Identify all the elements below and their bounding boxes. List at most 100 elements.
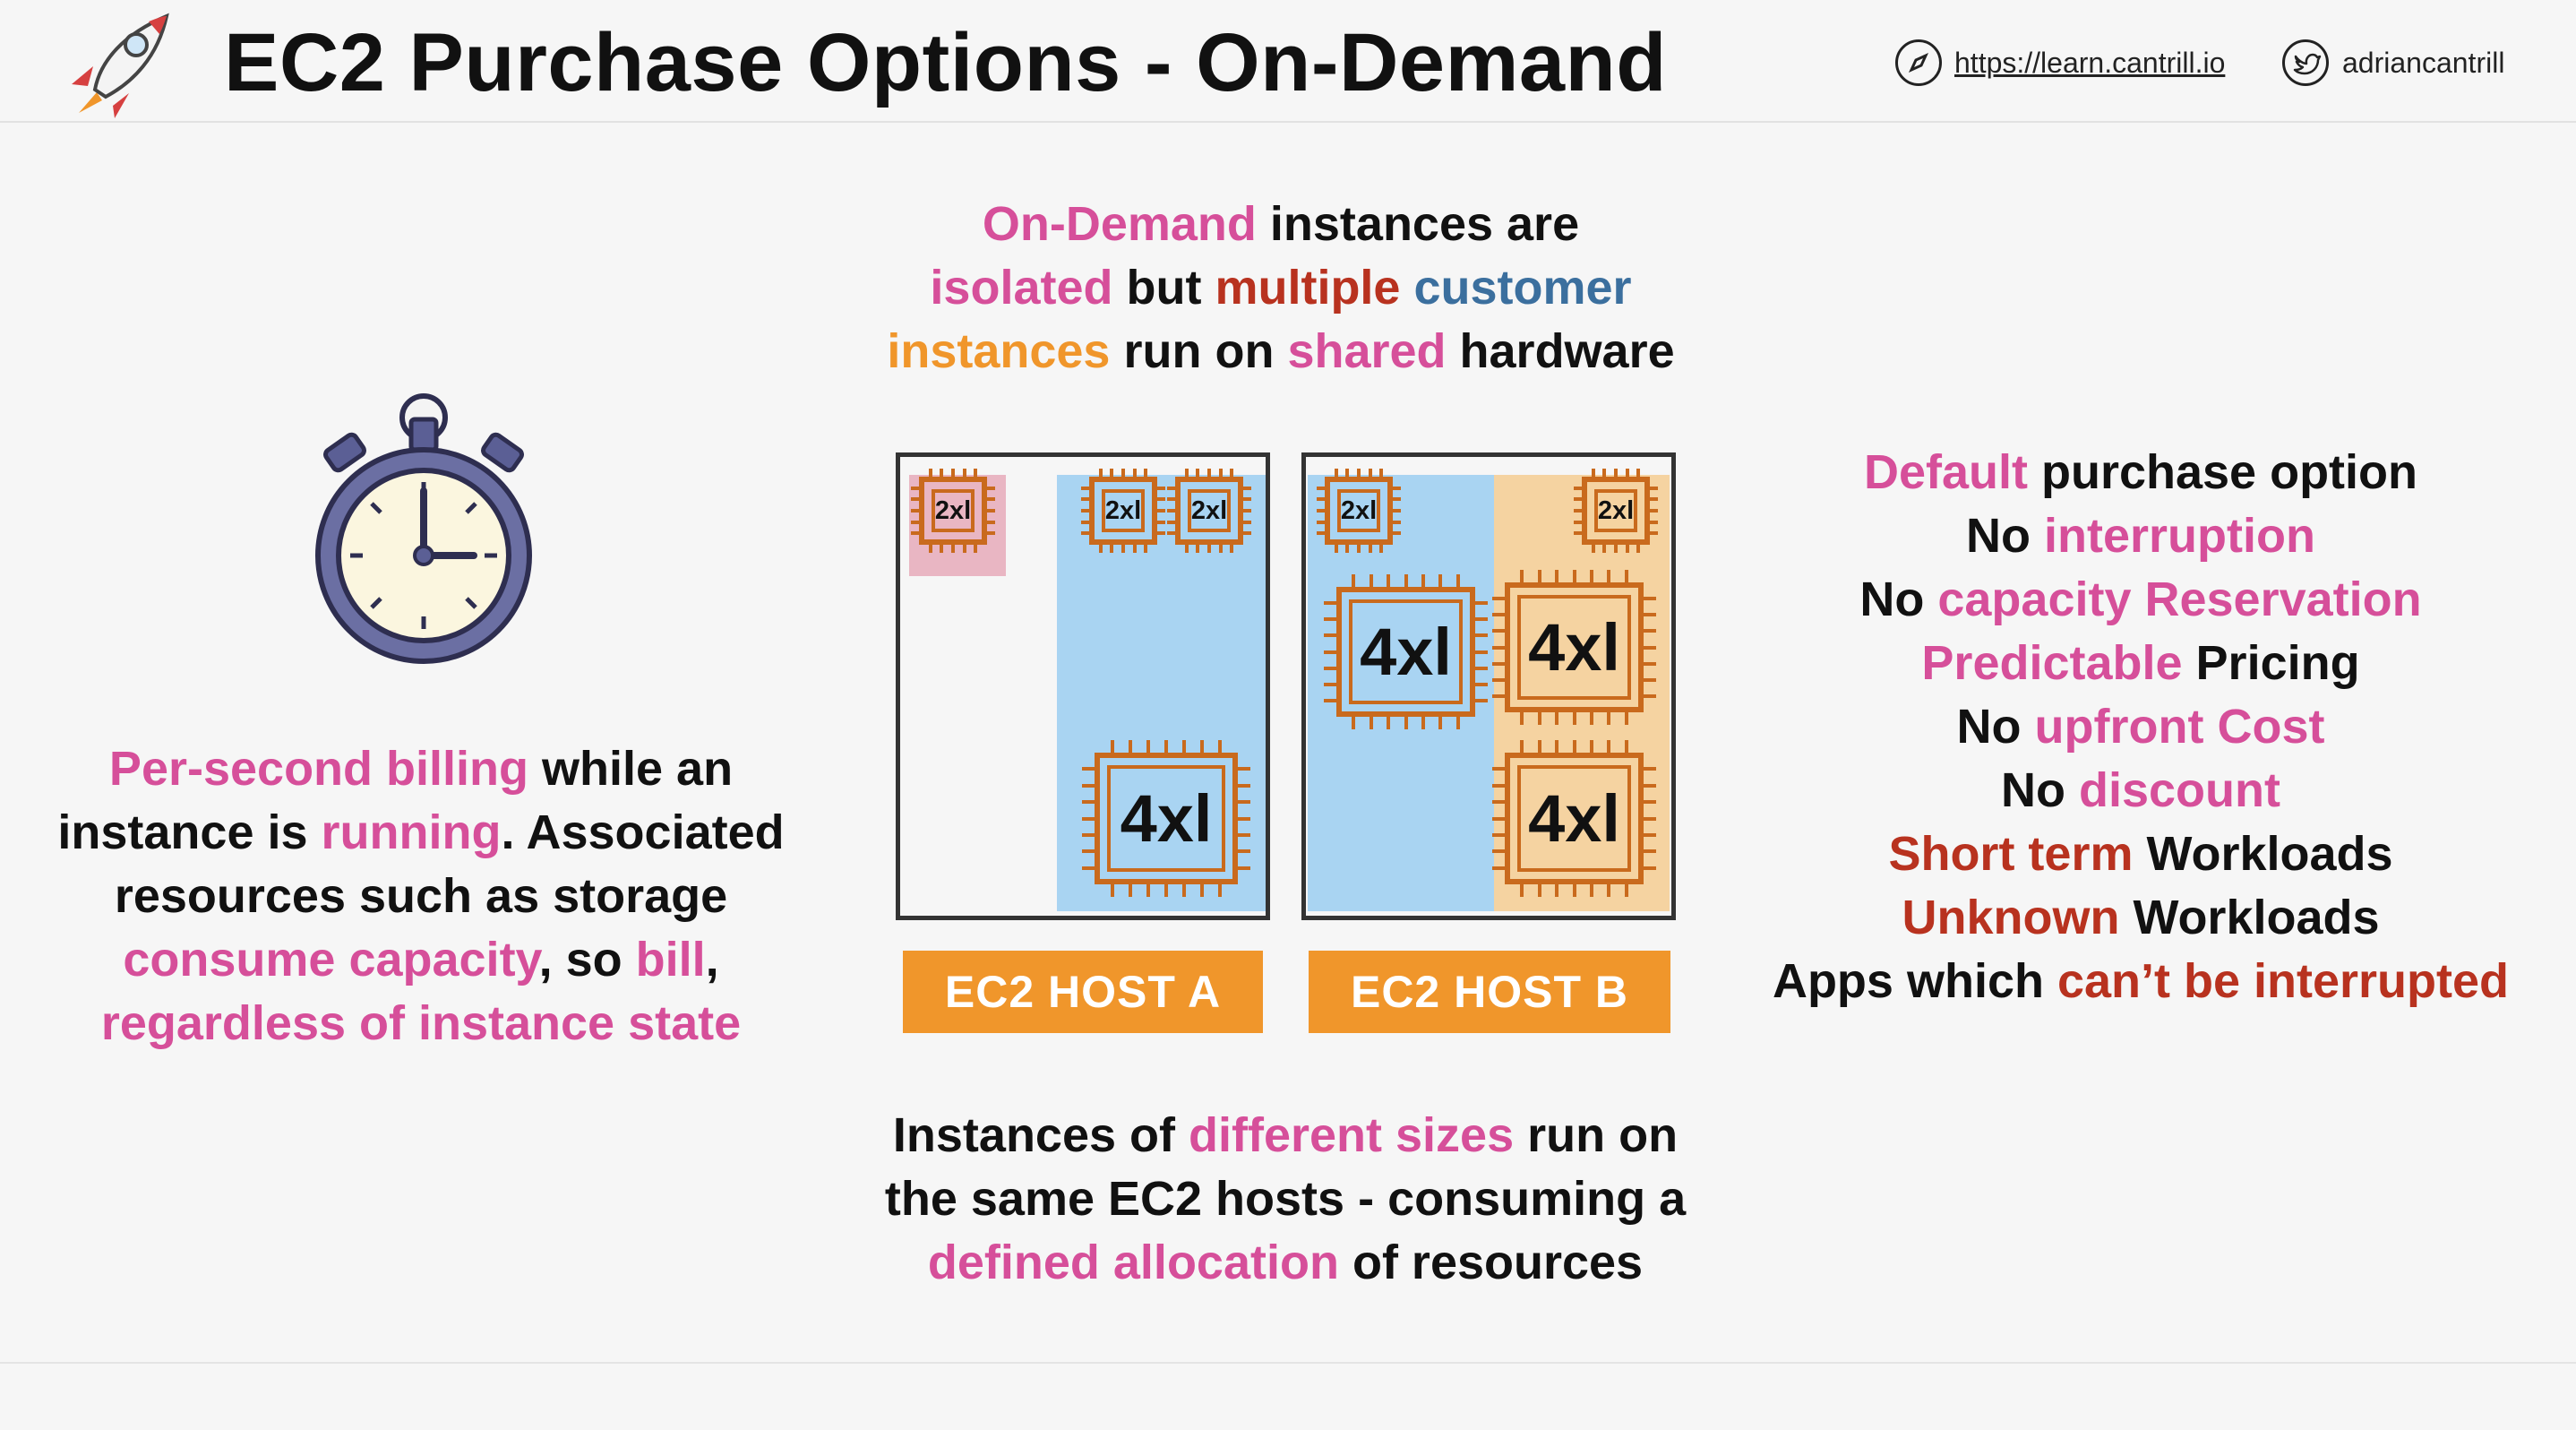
chip-pin (1334, 469, 1338, 477)
twitter-handle[interactable]: adriancantrill (2342, 47, 2505, 79)
feature-item: Apps which can’t be interrupted (1738, 950, 2544, 1013)
chip-pin (1492, 800, 1505, 805)
chip-pin (1607, 712, 1611, 725)
bottom-description: Instances of different sizes run on the … (860, 1104, 1711, 1295)
chip-pin (1555, 884, 1559, 897)
feature-list: Default purchase option No interruption … (1738, 441, 2544, 1013)
chip-pin (1644, 816, 1656, 821)
feature-item: Default purchase option (1738, 441, 2544, 504)
chip-pin (1607, 740, 1611, 753)
instance-chip-2xl: 2xl (1081, 469, 1165, 553)
chip-pin (974, 469, 978, 477)
chip-pin (1324, 666, 1336, 670)
chip-pin (1082, 783, 1095, 788)
chip-pin (1167, 497, 1175, 502)
chip-pin (1455, 717, 1460, 729)
text-segment: Pricing (2182, 636, 2360, 690)
chip-pin (1650, 497, 1658, 502)
chip-pin (1238, 783, 1250, 788)
chip-pin (1129, 740, 1132, 753)
chip-pin (1520, 884, 1524, 897)
chip-pin (1624, 570, 1628, 582)
chip-frame (932, 489, 975, 532)
chip-pin (1200, 740, 1204, 753)
chip-frame (1107, 765, 1225, 872)
chip-pin (1243, 509, 1251, 513)
chip-pin (1324, 682, 1336, 686)
chip-pin (951, 469, 955, 477)
chip-pin (1345, 469, 1350, 477)
chip-pin (1438, 717, 1443, 729)
chip-pin (1614, 545, 1618, 553)
chip-pin (1644, 597, 1656, 601)
feature-item: No capacity Reservation (1738, 568, 2544, 632)
chip-pin (1200, 884, 1204, 897)
chip-pin (1184, 545, 1189, 553)
text-highlight: upfront Cost (2034, 700, 2325, 754)
chip-pin (1334, 545, 1338, 553)
chip-pin (1589, 712, 1593, 725)
chip-pin (1207, 545, 1211, 553)
chip-pin (1218, 740, 1222, 753)
chip-pin (1230, 469, 1234, 477)
chip-pin (1182, 884, 1186, 897)
text-segment: but (1112, 261, 1215, 314)
chip-pin (1492, 783, 1505, 788)
chip-pin (1555, 712, 1559, 725)
chip-pin (1644, 800, 1656, 805)
text-segment: No (1859, 573, 1938, 626)
text-highlight: Predictable (1921, 636, 2183, 690)
chip-frame (1517, 765, 1631, 872)
chip-pin (962, 469, 966, 477)
chip-pin (1238, 767, 1250, 771)
chip-pin (1475, 633, 1488, 638)
text-highlight: discount (2079, 763, 2280, 817)
chip-pin (1607, 570, 1611, 582)
chip-pin (1438, 574, 1443, 587)
chip-pin (1164, 884, 1168, 897)
chip-pin (1081, 509, 1089, 513)
chip-pin (1607, 884, 1611, 897)
chip-pin (1393, 486, 1401, 490)
chip-pin (1157, 531, 1165, 536)
chip-pin (1196, 545, 1200, 553)
instance-chip-4xl: 4xl (1492, 740, 1656, 897)
chip-pin (1243, 486, 1251, 490)
chip-pin (1602, 545, 1607, 553)
chip-pin (1369, 717, 1373, 729)
chip-pin (1167, 509, 1175, 513)
chip-pin (1317, 531, 1325, 536)
instance-chip-4xl: 4xl (1082, 740, 1250, 897)
text-defined-allocation: defined allocation (927, 1236, 1339, 1289)
chip-frame (1102, 489, 1145, 532)
chip-pin (911, 520, 919, 524)
host-b-label: EC2 HOST B (1309, 951, 1670, 1033)
chip-pin (1357, 469, 1361, 477)
chip-pin (1591, 469, 1595, 477)
chip-pin (1082, 849, 1095, 854)
chip-pin (1475, 617, 1488, 622)
feature-item: Predictable Pricing (1738, 632, 2544, 695)
chip-pin (1574, 486, 1582, 490)
chip-pin (940, 545, 944, 553)
chip-frame (1349, 599, 1463, 704)
chip-label: 2xl (934, 495, 972, 525)
chip-pin (1144, 545, 1148, 553)
chip-pin (987, 520, 995, 524)
chip-pin (1352, 717, 1356, 729)
chip-label: 4xl (1360, 615, 1452, 689)
text-different-sizes: different sizes (1189, 1108, 1515, 1162)
chip-pin (1157, 509, 1165, 513)
chip-pin (1238, 816, 1250, 821)
instance-chip-2xl: 2xl (911, 469, 995, 553)
feature-item: No discount (1738, 759, 2544, 823)
website-link[interactable]: https://learn.cantrill.io (1954, 47, 2226, 79)
chip-pin (1537, 884, 1541, 897)
text-segment: No (2001, 763, 2079, 817)
text-segment: run on (1514, 1108, 1679, 1162)
chip-pin (1132, 469, 1137, 477)
chip-pin (1157, 497, 1165, 502)
chip-pin (1537, 570, 1541, 582)
chip-pin (1644, 677, 1656, 682)
chip-pin (1218, 884, 1222, 897)
